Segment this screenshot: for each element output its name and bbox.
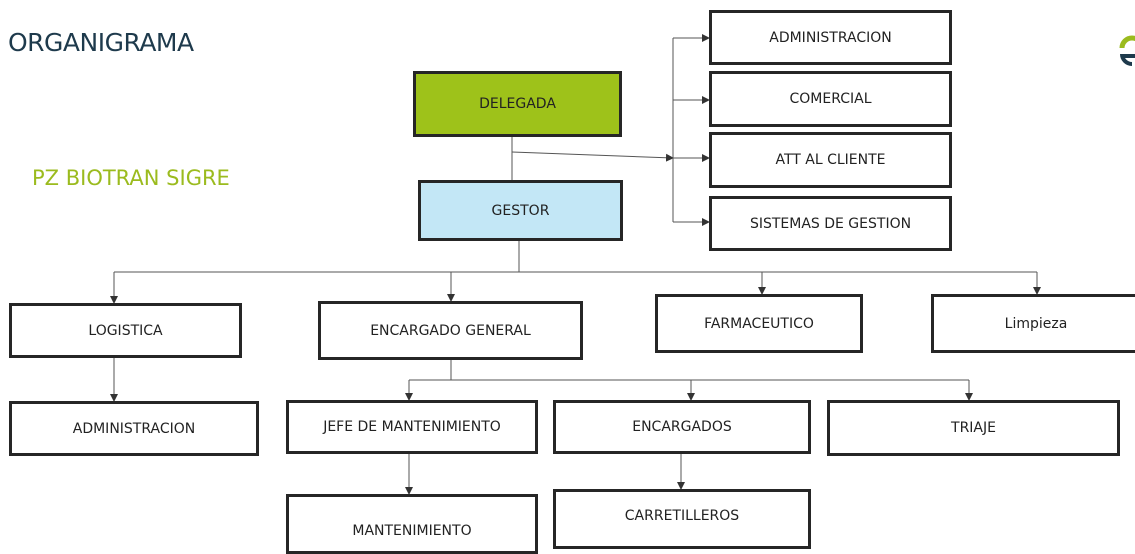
node-limpieza: Limpieza [931,294,1135,353]
node-carretilleros: CARRETILLEROS [553,489,811,549]
node-label: COMERCIAL [789,91,872,107]
node-label: ENCARGADOS [632,419,732,435]
node-label: MANTENIMIENTO [352,523,472,539]
page-title: ORGANIGRAMA [8,28,194,57]
node-label: SISTEMAS DE GESTION [749,215,912,232]
node-label: TRIAJE [951,420,996,436]
node-label: CARRETILLEROS [624,508,740,524]
node-logistica: LOGISTICA [9,303,242,358]
node-administracion-top: ADMINISTRACION [709,10,952,65]
brand-logo-icon [1119,35,1135,66]
node-label: ADMINISTRACION [769,29,892,46]
node-administracion-bottom: ADMINISTRACION [9,401,259,456]
connector-delegada-staff [511,151,674,162]
node-label: FARMACEUTICO [704,315,814,332]
node-encargados: ENCARGADOS [553,400,811,454]
node-label: ATT AL CLIENTE [775,152,886,168]
node-att-al-cliente: ATT AL CLIENTE [709,132,952,188]
node-label: ENCARGADO GENERAL [370,322,531,339]
node-sistemas-de-gestion: SISTEMAS DE GESTION [709,196,952,251]
organization-name: PZ BIOTRAN SIGRE [32,166,230,190]
node-label: GESTOR [491,202,550,219]
node-label: Limpieza [1004,315,1068,332]
node-label: LOGISTICA [88,322,163,339]
node-label: DELEGADA [479,96,556,112]
node-delegada: DELEGADA [413,71,622,137]
node-label: ADMINISTRACION [72,420,196,437]
node-triaje: TRIAJE [827,400,1120,456]
node-farmaceutico: FARMACEUTICO [655,294,863,353]
node-encargado-general: ENCARGADO GENERAL [318,301,583,360]
connector-lines [110,34,1041,495]
node-jefe-de-mantenimiento: JEFE DE MANTENIMIENTO [286,400,538,454]
node-gestor: GESTOR [418,180,623,241]
node-comercial: COMERCIAL [709,71,952,127]
node-mantenimiento: MANTENIMIENTO [286,494,538,554]
node-label: JEFE DE MANTENIMIENTO [323,419,501,435]
